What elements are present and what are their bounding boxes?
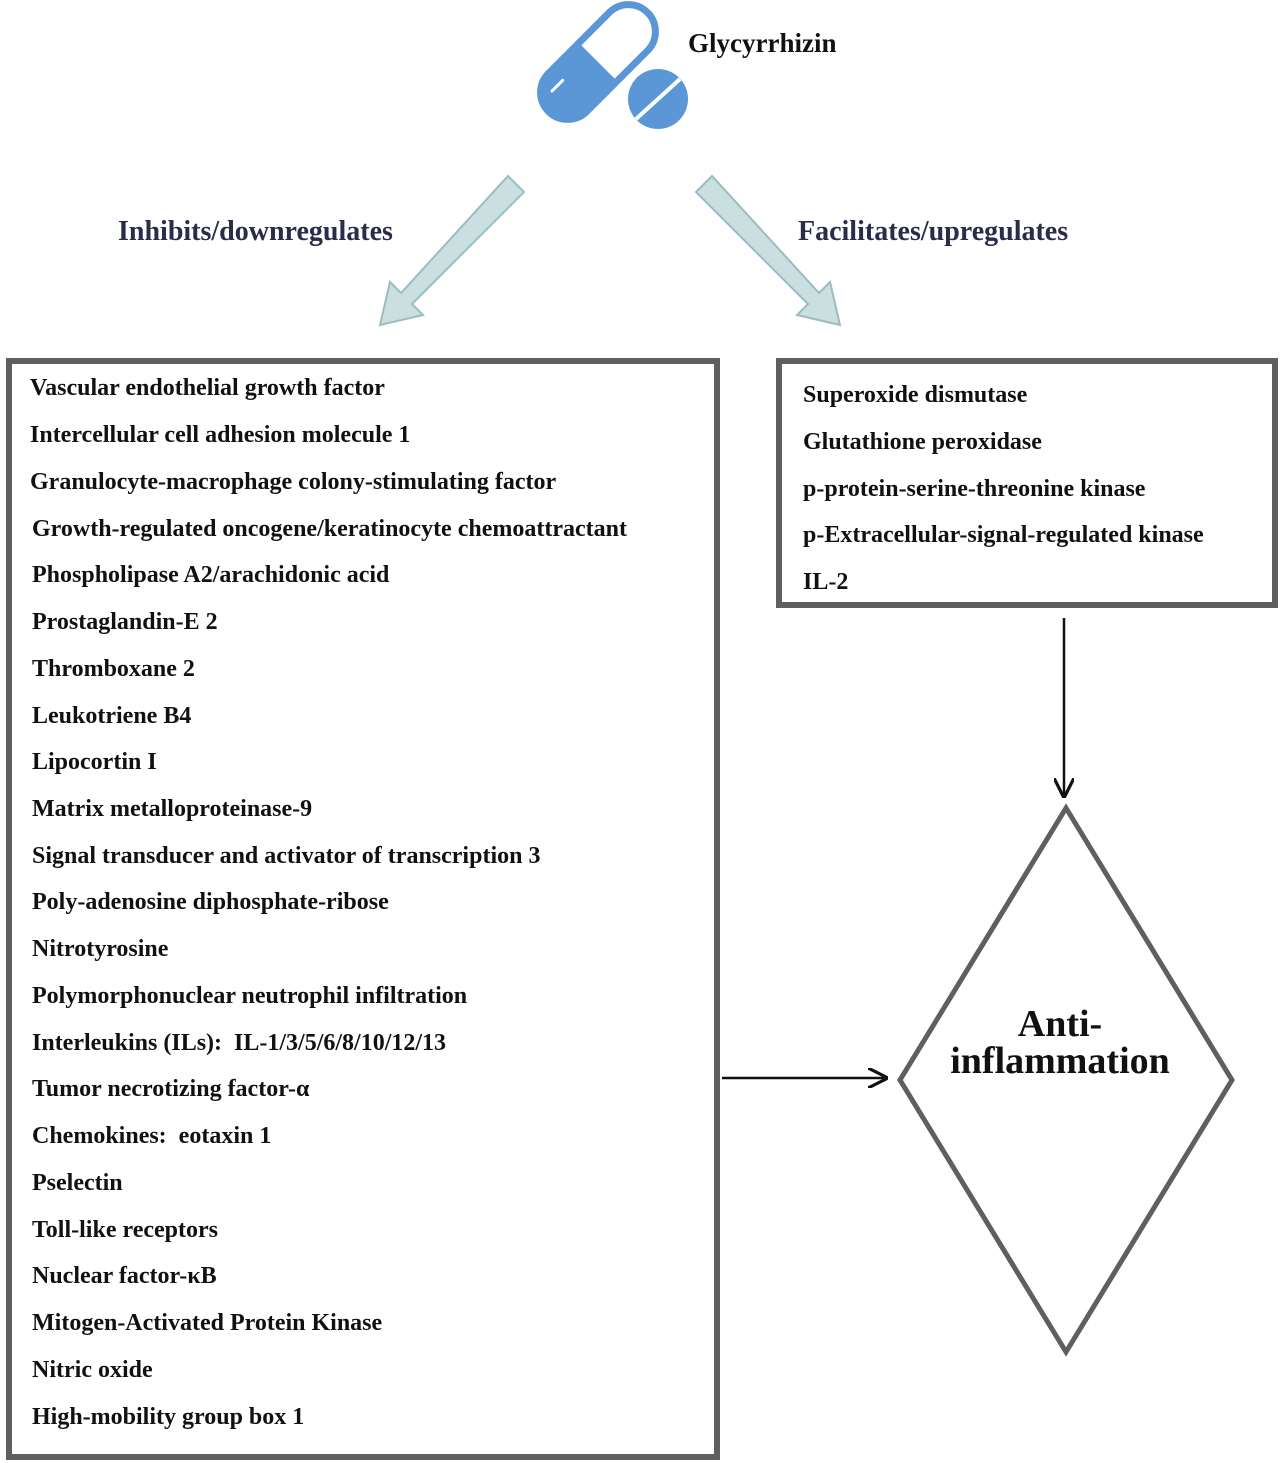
inhibited-factor: Matrix metalloproteinase-9: [32, 796, 313, 822]
inhibited-factor: Chemokines: eotaxin 1: [32, 1123, 272, 1149]
inhibited-factor: High-mobility group box 1: [32, 1404, 305, 1430]
inhibited-factors-box: Vascular endothelial growth factor Inter…: [6, 358, 720, 1460]
outcome-diamond: [897, 803, 1235, 1357]
inhibited-factor: Nitric oxide: [32, 1357, 153, 1383]
inhibited-factor: Poly-adenosine diphosphate-ribose: [32, 889, 389, 915]
facilitated-factors-box: Superoxide dismutase Glutathione peroxid…: [776, 358, 1278, 608]
facilitated-factor: Superoxide dismutase: [803, 382, 1028, 408]
inhibited-factor: Thromboxane 2: [32, 656, 195, 682]
drug-name: Glycyrrhizin: [688, 28, 837, 58]
outcome-line-2: inflammation: [950, 1040, 1170, 1082]
inhibited-factor: Pselectin: [32, 1170, 123, 1196]
facilitated-factor: IL-2: [803, 569, 849, 595]
inhibited-factor: Nitrotyrosine: [32, 936, 169, 962]
inhibited-factor: Nuclear factor-κB: [32, 1263, 217, 1289]
inhibited-factor: Granulocyte-macrophage colony-stimulatin…: [30, 469, 557, 495]
outcome-label: Anti- inflammation: [900, 1003, 1220, 1082]
inhibited-factor: Interleukins (ILs): IL-1/3/5/6/8/10/12/1…: [32, 1030, 447, 1056]
facilitated-factor: Glutathione peroxidase: [803, 429, 1042, 455]
facilitate-branch-arrow: [694, 174, 842, 327]
inhibited-factor: Tumor necrotizing factor-α: [32, 1076, 310, 1102]
facilitated-factor: p-Extracellular-signal-regulated kinase: [803, 522, 1204, 548]
inhibited-factor: Lipocortin I: [32, 749, 157, 775]
inhibited-factor: Leukotriene B4: [32, 703, 192, 729]
facilitate-branch-label: Facilitates/upregulates: [798, 216, 1069, 247]
facilitated-factor: p-protein-serine-threonine kinase: [803, 476, 1146, 502]
capsule-and-tablet-icon: [537, 1, 688, 129]
inhibited-factor: Mitogen-Activated Protein Kinase: [32, 1310, 383, 1336]
inhibited-factor: Signal transducer and activator of trans…: [32, 843, 541, 869]
outcome-line-1: Anti-: [1017, 1003, 1103, 1045]
inhibited-factor: Vascular endothelial growth factor: [30, 375, 385, 401]
inhibited-factor: Intercellular cell adhesion molecule 1: [30, 422, 411, 448]
inhibit-branch-arrow: [378, 174, 526, 327]
inhibited-factor: Prostaglandin-E 2: [32, 609, 218, 635]
inhibited-factor: Polymorphonuclear neutrophil infiltratio…: [32, 983, 468, 1009]
inhibited-factor: Toll-like receptors: [32, 1217, 218, 1243]
inhibit-branch-label: Inhibits/downregulates: [118, 216, 393, 247]
inhibited-factor: Phospholipase A2/arachidonic acid: [32, 562, 390, 588]
inhibited-factor: Growth-regulated oncogene/keratinocyte c…: [32, 516, 627, 542]
